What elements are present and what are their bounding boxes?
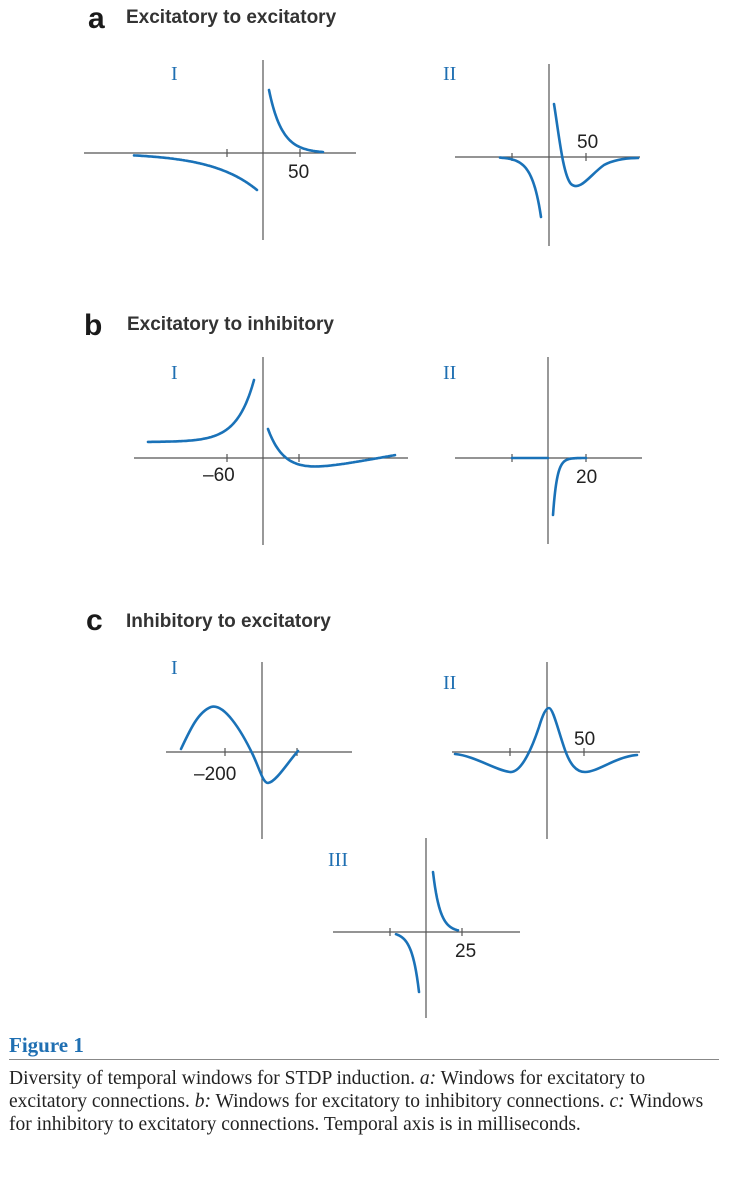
panel-a-ii-curve-pos [552,102,640,188]
panel-b-ii-label: II [443,362,457,384]
caption-a-text: Windows for excitatory to excitatory con… [9,1068,646,1112]
caption-intro: Diversity of temporal windows for STDP i… [9,1068,420,1089]
panel-a-title: Excitatory to excitatory [126,7,337,28]
panel-b-letter: b [84,309,103,342]
panel-b-ii-tick-label: 20 [576,467,598,488]
panel-c-i-label: I [171,657,178,679]
panel-c-ii-label: II [443,672,457,694]
panel-c-ii-tick-label: 50 [574,729,596,750]
panel-c-letter: c [86,604,103,637]
figure-label: Figure 1 [9,1033,84,1057]
panel-a-i-curve-pos [267,88,325,154]
panel-c-title: Inhibitory to excitatory [126,611,331,632]
caption-a-key: a: [419,1068,437,1089]
panel-a-ii-label: II [443,63,457,85]
panel-b-i-label: I [171,362,178,384]
caption-b-text: Windows for excitatory to inhibitory con… [210,1091,610,1112]
panel-a-i-curve-neg [132,154,259,192]
caption-c-text: Windows for inhibitory to excitatory con… [9,1091,704,1135]
panel-b-i-curve-post [266,427,397,468]
panel-c-i-tick-label: –200 [194,764,237,785]
caption-c-key: c: [609,1091,625,1112]
panel-a-letter: a [88,2,105,35]
panel-b-i-tick-label: –60 [203,465,235,486]
panel-c-iii-label: III [328,849,348,871]
panel-b-ii-curve-post [551,456,588,517]
figure-caption: Diversity of temporal windows for STDP i… [9,1067,724,1136]
panel-a-ii-tick-label: 50 [577,132,599,153]
panel-c-ii-curve [453,706,639,774]
stdp-windows-figure [84,60,642,1018]
panel-c-i-curve [179,705,300,785]
panel-b-title: Excitatory to inhibitory [127,314,334,335]
panel-a-i-label: I [171,63,178,85]
figure-divider [9,1059,719,1060]
panel-c-iii-curve-pos [431,870,460,932]
panel-a-i-tick-label: 50 [288,162,310,183]
panel-c-iii-curve-neg [394,932,421,994]
panel-a-ii-curve-neg [498,156,543,219]
curves-group [132,88,640,994]
caption-b-key: b: [194,1091,211,1112]
axes-group [84,60,642,1018]
panel-c-iii-tick-label: 25 [455,941,477,962]
panel-b-i-curve-pre [146,378,256,444]
